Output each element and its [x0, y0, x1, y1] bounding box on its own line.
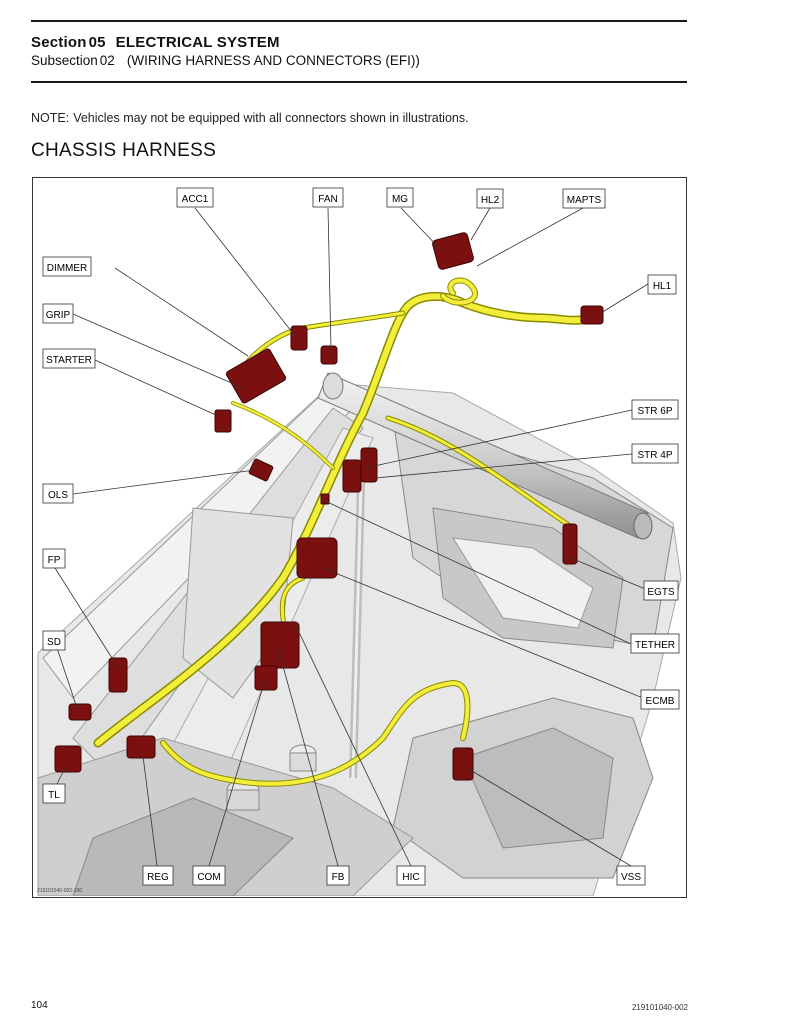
harness-illustration: ACC1 FAN MG HL2 MAPTS DIMMER HL1 GRIP ST…: [37, 187, 682, 896]
subsection-name: (WIRING HARNESS AND CONNECTORS (EFI)): [126, 53, 420, 68]
label-mg: MG: [386, 187, 414, 208]
label-grip-text: GRIP: [46, 310, 71, 321]
label-str4p-text: STR 4P: [637, 450, 672, 461]
label-acc1: ACC1: [176, 187, 214, 208]
label-ecmb-text: ECMB: [646, 696, 675, 707]
label-starter: STARTER: [42, 348, 96, 369]
note-label: NOTE:: [31, 111, 70, 125]
callout-labels: ACC1 FAN MG HL2 MAPTS DIMMER HL1 GRIP ST…: [42, 187, 680, 886]
label-reg-text: REG: [147, 872, 169, 883]
header-top-rule: [31, 20, 687, 22]
label-reg: REG: [142, 865, 174, 886]
label-tl-text: TL: [48, 790, 60, 801]
label-acc1-text: ACC1: [182, 194, 209, 205]
label-str4p: STR 4P: [631, 443, 679, 464]
label-hic-text: HIC: [402, 872, 419, 883]
note: NOTE:Vehicles may not be equipped with a…: [31, 111, 469, 125]
figure-image-code: 219101040-002-100: [37, 888, 82, 894]
label-starter-text: STARTER: [46, 355, 92, 366]
label-fb: FB: [326, 865, 350, 886]
label-egts: EGTS: [643, 580, 679, 601]
label-hl2-text: HL2: [481, 195, 500, 206]
label-tether: TETHER: [630, 633, 680, 654]
label-hl2: HL2: [476, 188, 504, 209]
document-code: 219101040-002: [631, 1003, 688, 1012]
label-fb-text: FB: [332, 872, 345, 883]
label-vss-text: VSS: [621, 872, 641, 883]
label-mapts-text: MAPTS: [567, 195, 602, 206]
note-text: Vehicles may not be equipped with all co…: [73, 111, 469, 125]
label-com-text: COM: [197, 872, 220, 883]
subsection-word: Subsection: [31, 53, 98, 68]
label-com: COM: [192, 865, 226, 886]
header-bottom-rule: [31, 81, 687, 83]
page-number: 104: [31, 1000, 48, 1011]
label-tl: TL: [42, 783, 66, 804]
label-hic: HIC: [396, 865, 426, 886]
chassis-frame: [37, 372, 682, 896]
label-mg-text: MG: [392, 194, 408, 205]
page-heading: CHASSIS HARNESS: [31, 140, 217, 161]
section-number: 05: [88, 34, 106, 51]
label-fan: FAN: [312, 187, 344, 208]
label-sd-text: SD: [47, 637, 61, 648]
chassis-harness-figure: ACC1 FAN MG HL2 MAPTS DIMMER HL1 GRIP ST…: [32, 177, 687, 898]
label-fan-text: FAN: [318, 194, 337, 205]
label-grip: GRIP: [42, 303, 74, 324]
label-tether-text: TETHER: [635, 640, 675, 651]
label-ecmb: ECMB: [640, 689, 680, 710]
label-hl1: HL1: [647, 274, 677, 295]
label-sd: SD: [42, 630, 66, 651]
section-word: Section: [31, 34, 87, 51]
leader-lines: [54, 207, 651, 867]
label-fp-text: FP: [48, 555, 61, 566]
label-mapts: MAPTS: [562, 188, 606, 209]
label-str6p-text: STR 6P: [637, 406, 672, 417]
label-str6p: STR 6P: [631, 399, 679, 420]
label-egts-text: EGTS: [647, 587, 675, 598]
label-fp: FP: [42, 548, 66, 569]
label-dimmer-text: DIMMER: [47, 263, 88, 274]
subsection-number: 02: [99, 53, 115, 68]
section-name: ELECTRICAL SYSTEM: [115, 34, 280, 51]
label-dimmer: DIMMER: [42, 256, 92, 277]
label-ols: OLS: [42, 483, 74, 504]
label-hl1-text: HL1: [653, 281, 672, 292]
label-ols-text: OLS: [48, 490, 68, 501]
connectors: [54, 232, 604, 781]
label-vss: VSS: [616, 865, 646, 886]
